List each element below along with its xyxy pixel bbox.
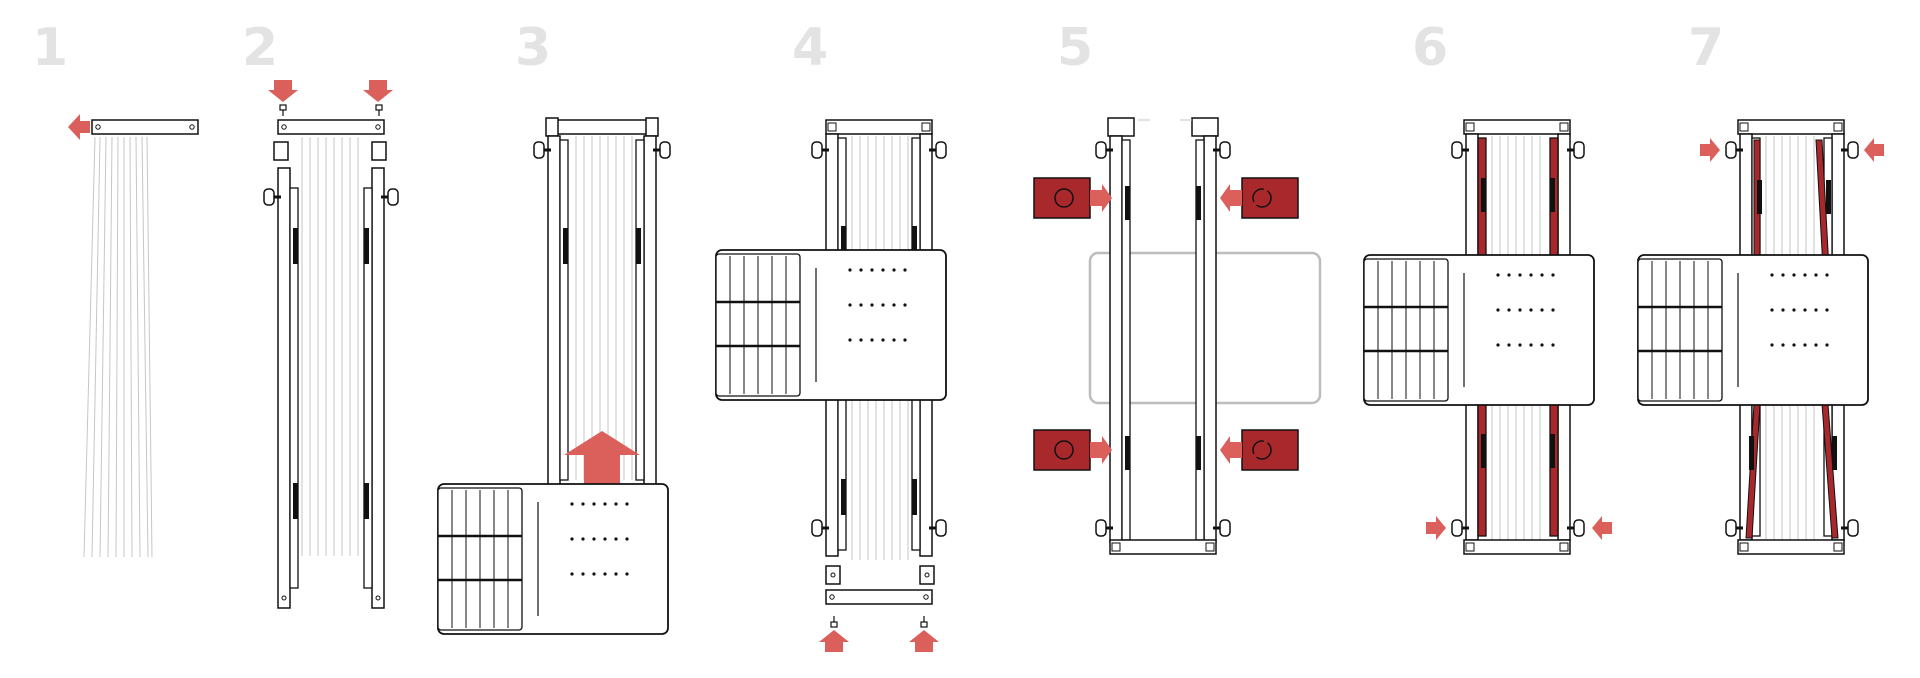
step-number-7: 7 — [1688, 18, 1725, 78]
step-5-diagram — [1033, 117, 1322, 555]
step-1-diagram — [68, 114, 199, 558]
step-number-1: 1 — [32, 18, 69, 78]
step-2-diagram — [262, 80, 400, 609]
step-6-diagram — [1362, 119, 1612, 555]
step-number-5: 5 — [1057, 18, 1094, 78]
step-number-3: 3 — [515, 18, 552, 78]
step-7-diagram — [1636, 119, 1884, 555]
step-number-4: 4 — [792, 18, 829, 78]
step-4-diagram — [714, 119, 948, 652]
step-3-diagram — [436, 117, 672, 636]
step-number-2: 2 — [242, 18, 279, 78]
step-number-6: 6 — [1412, 18, 1449, 78]
